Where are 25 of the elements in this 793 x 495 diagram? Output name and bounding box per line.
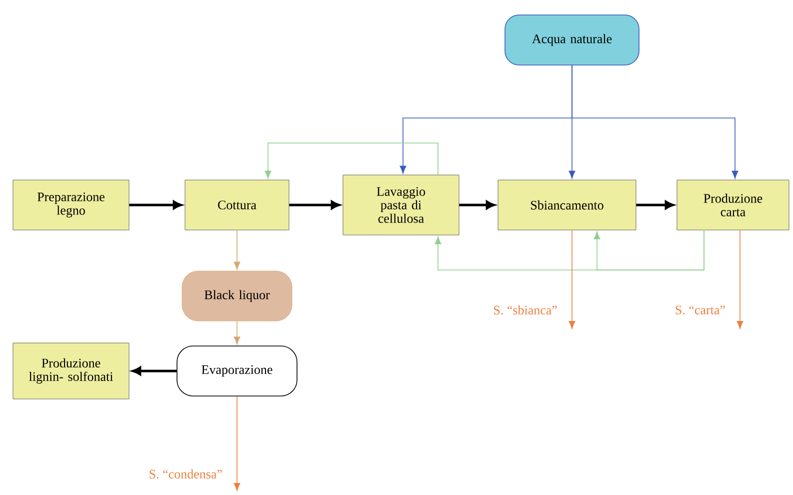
arrow bbox=[264, 142, 438, 179]
process-box: Lavaggio pasta di cellulosa bbox=[342, 174, 460, 236]
process-box: Preparazione legno bbox=[12, 180, 130, 230]
process-box: Produzione lignin- solfonati bbox=[12, 342, 130, 400]
arrow bbox=[234, 230, 240, 270]
process-box: Evaporazione bbox=[176, 346, 298, 396]
edge-label: S. “condensa” bbox=[150, 469, 222, 479]
arrow bbox=[736, 230, 744, 329]
edge-label: S. “carta” bbox=[676, 306, 725, 314]
process-box: Produzione carta bbox=[676, 180, 790, 230]
arrow bbox=[636, 200, 674, 210]
arrow bbox=[132, 366, 177, 376]
arrow bbox=[234, 396, 240, 491]
product-box: Black liquor bbox=[182, 270, 292, 322]
arrow bbox=[568, 230, 576, 329]
arrow bbox=[234, 320, 240, 344]
edge-label: S. “sbianca” bbox=[494, 305, 557, 315]
source-box: Acqua naturale bbox=[504, 14, 640, 66]
arrow bbox=[594, 230, 704, 270]
process-box: Cottura bbox=[184, 180, 290, 230]
arrow bbox=[572, 65, 738, 179]
process-box: Sbiancamento bbox=[498, 180, 636, 230]
arrow bbox=[289, 200, 340, 210]
arrow bbox=[129, 200, 182, 210]
arrow bbox=[459, 200, 495, 210]
